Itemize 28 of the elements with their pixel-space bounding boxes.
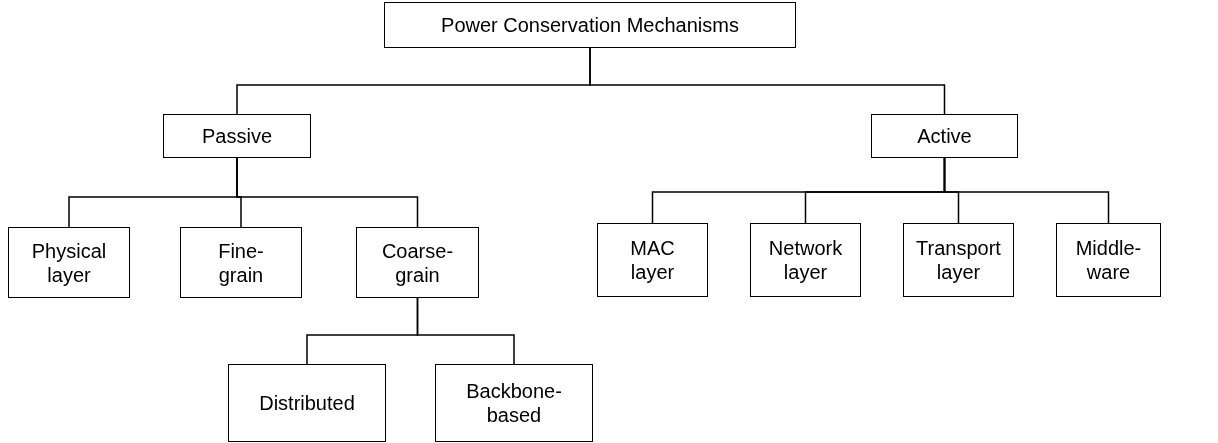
category-box (750, 223, 861, 297)
category-box (8, 227, 130, 298)
category-box (903, 223, 1014, 297)
category-box (228, 364, 386, 442)
node-label: Active (917, 124, 972, 148)
node-label: Network layer (768, 236, 843, 284)
node-label: Power Conservation Mechanisms (441, 13, 739, 37)
category-box (871, 114, 1018, 158)
node-label: Fine-grain (218, 238, 264, 287)
category-box (163, 114, 311, 158)
node-label: Distributed (259, 391, 355, 415)
node-label: Physical layer (31, 238, 107, 287)
category-box (384, 2, 796, 48)
category-box (1056, 223, 1161, 297)
node-label: Backbone-based (466, 379, 562, 427)
node-label: Transport layer (916, 236, 1001, 284)
connector-line (416, 297, 515, 365)
category-box (435, 364, 593, 442)
connector-line (236, 157, 419, 228)
connector-line (589, 47, 946, 115)
node-label: MAC layer (630, 236, 675, 284)
category-box (180, 227, 302, 298)
node-label: Middle-ware (1075, 236, 1142, 284)
connector-line (943, 157, 1110, 224)
node-label: Coarse-grain (381, 238, 454, 287)
category-box (597, 223, 708, 297)
category-box (356, 227, 479, 298)
node-label: Passive (202, 124, 272, 148)
